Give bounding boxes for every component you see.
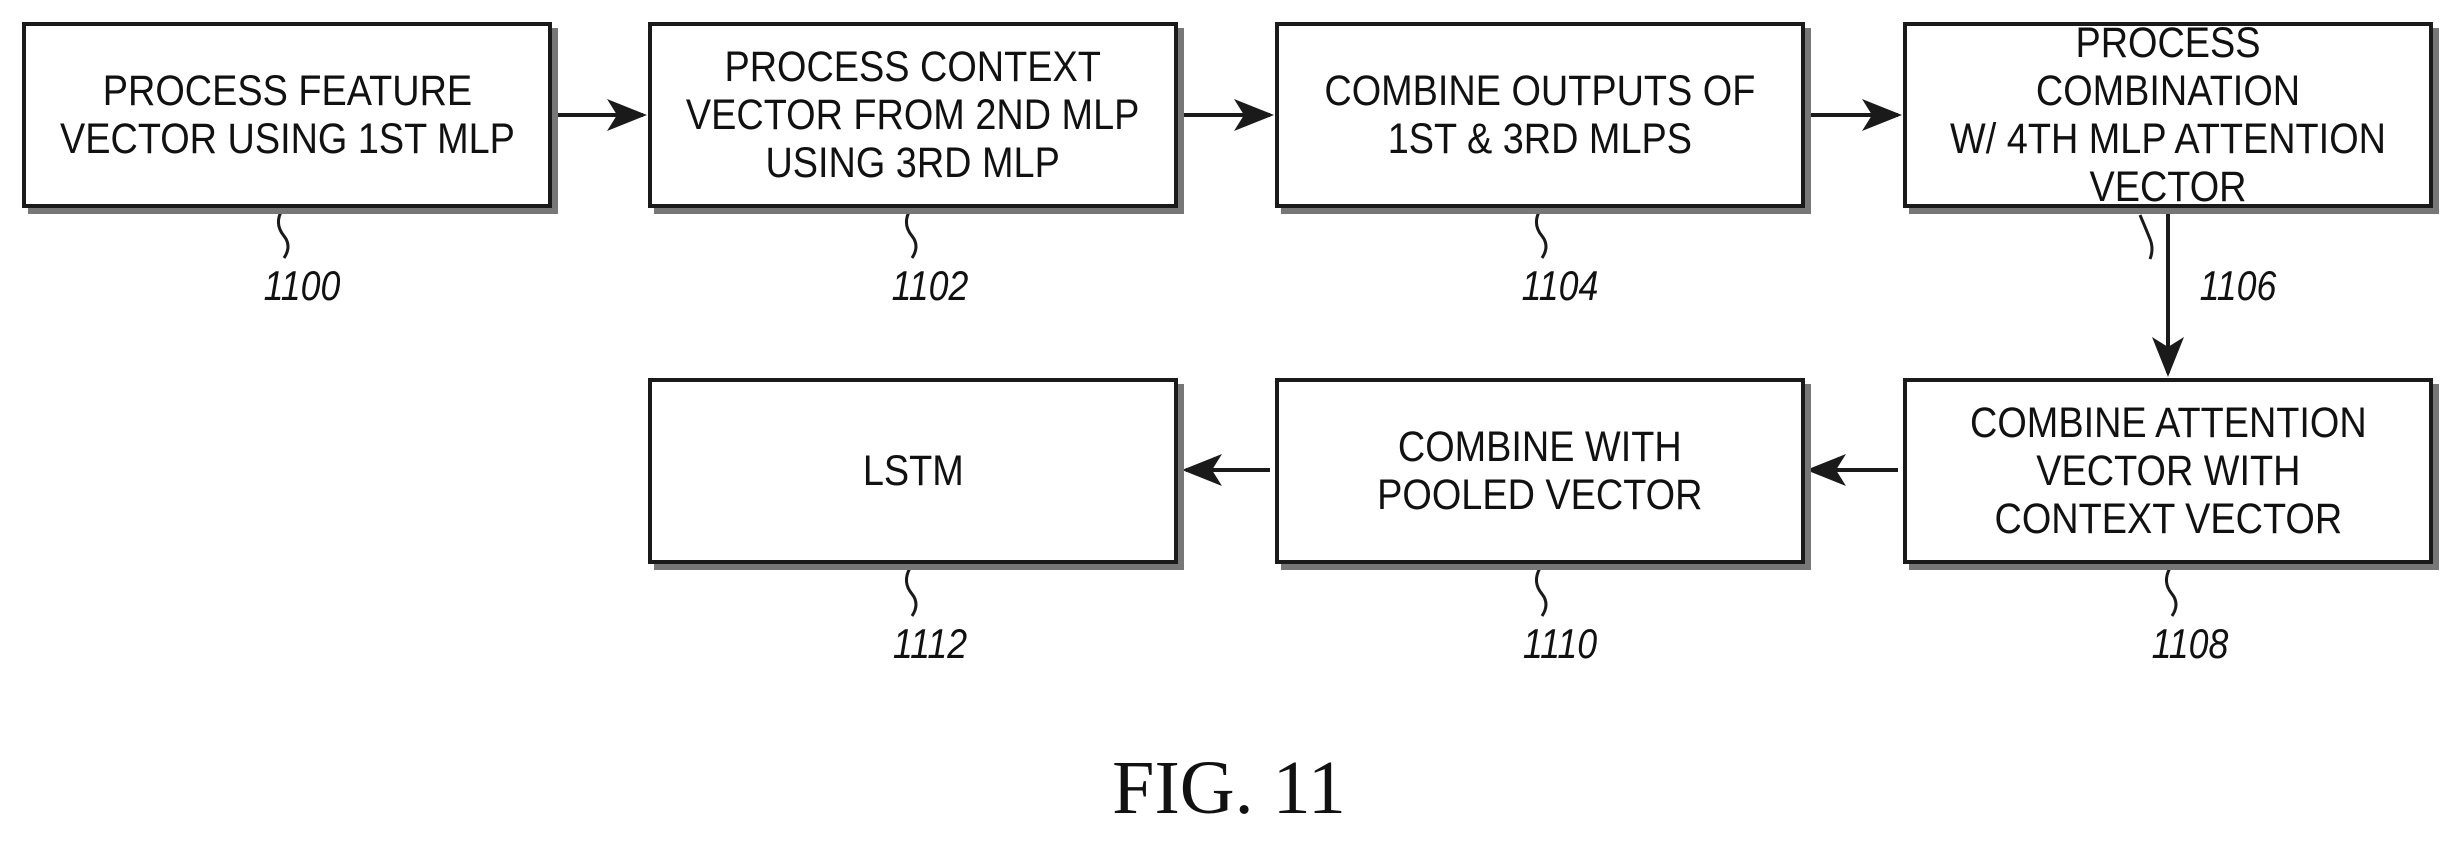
- ref-number-1106: 1106: [2170, 262, 2306, 310]
- step-label-1106: PROCESS COMBINATION W/ 4TH MLP ATTENTION…: [1938, 19, 2397, 211]
- step-label-1102: PROCESS CONTEXT VECTOR FROM 2ND MLP USIN…: [686, 43, 1139, 187]
- ref-number-1112: 1112: [862, 620, 998, 668]
- step-box-1110: COMBINE WITH POOLED VECTOR: [1275, 378, 1805, 564]
- step-label-1104: COMBINE OUTPUTS OF 1ST & 3RD MLPS: [1325, 67, 1756, 163]
- step-box-1104: COMBINE OUTPUTS OF 1ST & 3RD MLPS: [1275, 22, 1805, 208]
- ref-number-1100: 1100: [234, 262, 370, 310]
- step-box-1102: PROCESS CONTEXT VECTOR FROM 2ND MLP USIN…: [648, 22, 1178, 208]
- figure-title: FIG. 11: [0, 745, 2458, 832]
- step-box-1108: COMBINE ATTENTION VECTOR WITH CONTEXT VE…: [1903, 378, 2433, 564]
- step-label-1112: LSTM: [863, 447, 964, 495]
- ref-number-1102: 1102: [862, 262, 998, 310]
- ref-number-1110: 1110: [1492, 620, 1628, 668]
- leader-line-1104: [1536, 210, 1546, 258]
- leader-line-1108: [2166, 568, 2176, 616]
- step-box-1106: PROCESS COMBINATION W/ 4TH MLP ATTENTION…: [1903, 22, 2433, 208]
- leader-line-1106: [2140, 215, 2152, 259]
- step-box-1100: PROCESS FEATURE VECTOR USING 1ST MLP: [22, 22, 552, 208]
- leader-line-1102: [906, 210, 916, 258]
- step-label-1108: COMBINE ATTENTION VECTOR WITH CONTEXT VE…: [1970, 399, 2367, 543]
- leader-line-1100: [278, 210, 288, 258]
- ref-number-1104: 1104: [1492, 262, 1628, 310]
- step-label-1100: PROCESS FEATURE VECTOR USING 1ST MLP: [60, 67, 515, 163]
- ref-number-1108: 1108: [2122, 620, 2258, 668]
- leader-line-1110: [1536, 568, 1546, 616]
- step-box-1112: LSTM: [648, 378, 1178, 564]
- leader-line-1112: [906, 568, 916, 616]
- step-label-1110: COMBINE WITH POOLED VECTOR: [1377, 423, 1702, 519]
